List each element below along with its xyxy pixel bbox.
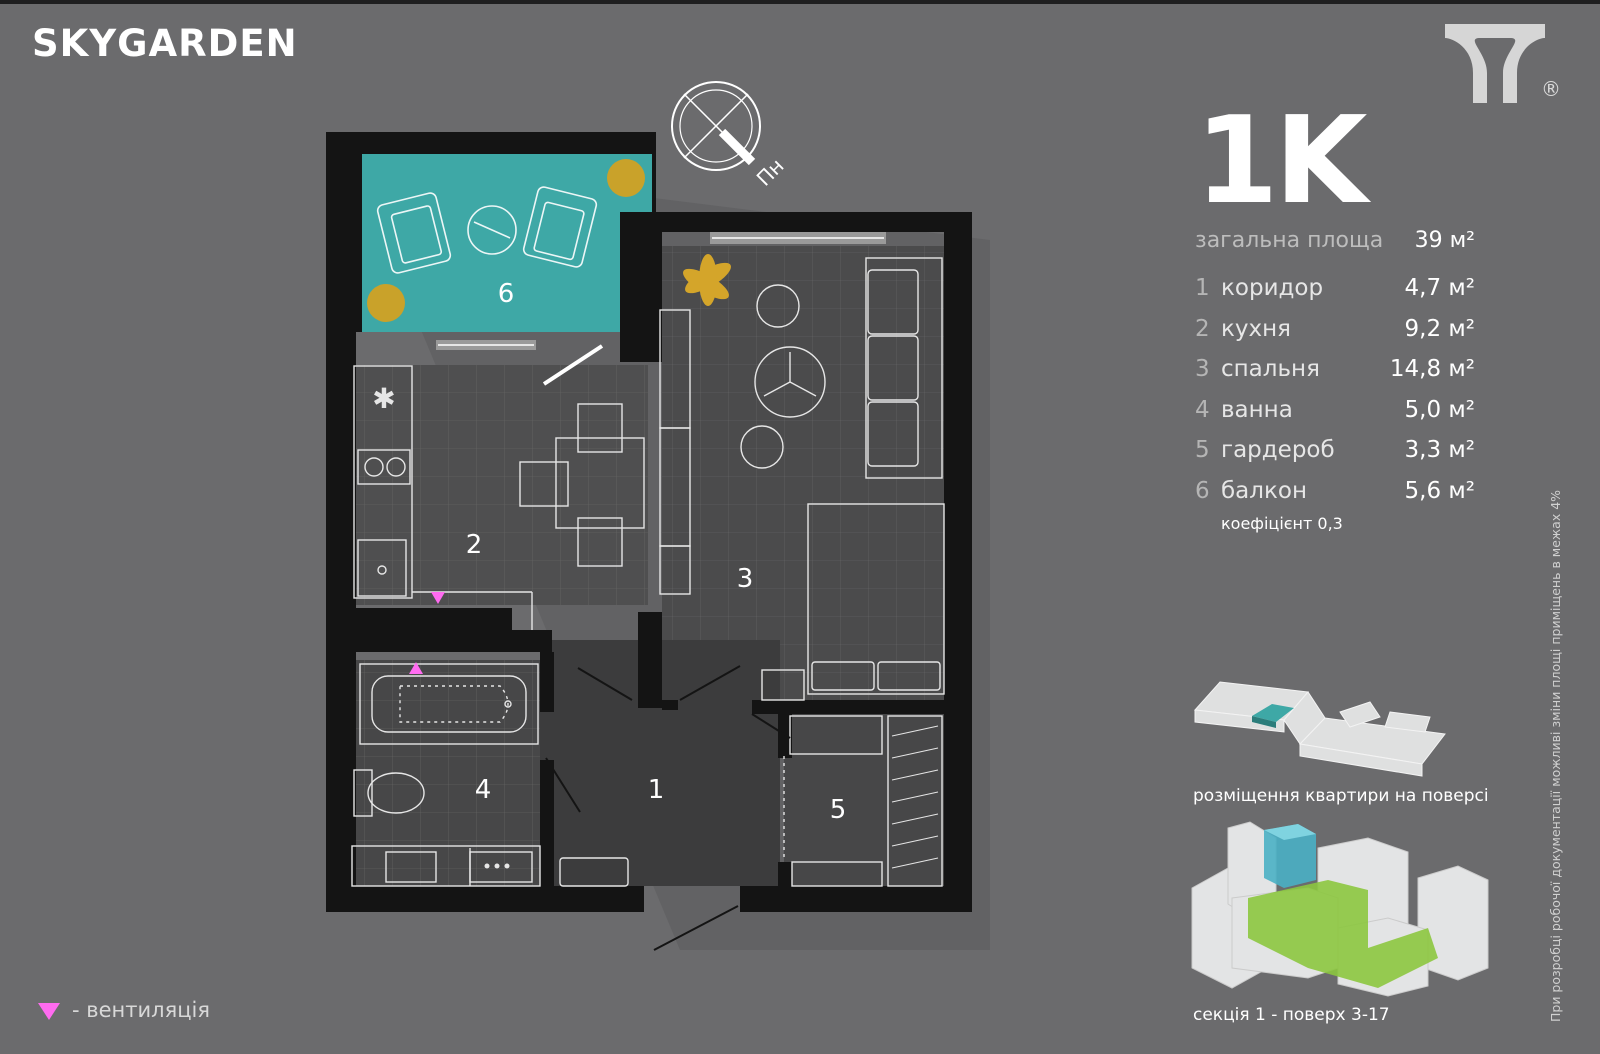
plant-icon <box>683 254 731 306</box>
room-area: 9,2 м² <box>1404 315 1475 342</box>
room-name: коридор <box>1221 275 1324 301</box>
room-number-5: 5 <box>830 795 847 825</box>
floor-placement-map <box>1193 681 1446 777</box>
room-number-1: 1 <box>648 775 665 805</box>
room-num: 6 <box>1195 477 1210 504</box>
room-number-2: 2 <box>466 530 483 560</box>
section-highlight <box>1264 824 1316 888</box>
registered-mark: ® <box>1541 77 1561 101</box>
room-list: 1 коридор 4,7 м² 2 кухня 9,2 м² 3 спальн… <box>1195 275 1475 518</box>
room-area: 3,3 м² <box>1404 437 1475 463</box>
ventilation-triangle-icon <box>38 1002 60 1020</box>
total-area: загальна площа 39 м² <box>1195 228 1475 258</box>
ventilation-legend: - вентиляція <box>38 998 210 1022</box>
room-row: 5 гардероб 3,3 м² <box>1195 437 1475 478</box>
compass-icon <box>671 81 761 171</box>
room-row: 6 балкон 5,6 м² <box>1195 478 1475 519</box>
room-num: 1 <box>1195 275 1210 301</box>
room-name: ванна <box>1221 396 1293 423</box>
brand-title: SKYGARDEN <box>32 22 298 65</box>
ventilation-marker-icon <box>431 592 445 604</box>
developer-logo-icon <box>1445 24 1545 103</box>
section-caption: секція 1 - поверх 3-17 <box>1193 1005 1390 1025</box>
apartment-floor-plan: ✱ <box>326 81 972 951</box>
room-name: спальня <box>1221 356 1320 382</box>
compass-label: Пн <box>752 154 789 191</box>
room-num: 3 <box>1195 356 1210 382</box>
apartment-type: 1K <box>1195 92 1367 231</box>
room-number-3: 3 <box>737 564 754 594</box>
room-row: 3 спальня 14,8 м² <box>1195 356 1475 397</box>
room-area: 4,7 м² <box>1404 275 1475 301</box>
area-change-note: При розробці робочої документації можлив… <box>1548 489 1563 1022</box>
room-num: 5 <box>1195 437 1210 463</box>
room-num: 4 <box>1195 396 1210 423</box>
balcony-coefficient: коефіцієнт 0,3 <box>1221 514 1343 533</box>
room-row: 4 ванна 5,0 м² <box>1195 397 1475 438</box>
room-area: 5,0 м² <box>1404 396 1475 423</box>
section-3d-map <box>1191 821 1489 997</box>
svg-text:✱: ✱ <box>372 382 395 415</box>
room-number-6: 6 <box>498 279 515 309</box>
room-num: 2 <box>1195 315 1210 342</box>
ventilation-marker-icon <box>409 662 423 674</box>
apartment-highlight <box>1252 704 1294 722</box>
total-area-label: загальна площа <box>1195 228 1384 253</box>
room-row: 1 коридор 4,7 м² <box>1195 275 1475 316</box>
room-area: 14,8 м² <box>1389 356 1475 382</box>
room-name: кухня <box>1221 315 1291 342</box>
ventilation-legend-label: - вентиляція <box>72 998 210 1022</box>
room-name: гардероб <box>1221 437 1335 463</box>
room-name: балкон <box>1221 477 1307 504</box>
total-area-value: 39 м² <box>1414 228 1475 253</box>
placement-caption: розміщення квартири на поверсі <box>1193 786 1489 806</box>
room-area: 5,6 м² <box>1404 477 1475 504</box>
room-row: 2 кухня 9,2 м² <box>1195 316 1475 357</box>
balcony-floor <box>362 154 652 332</box>
top-border <box>0 0 1600 4</box>
room-number-4: 4 <box>475 775 492 805</box>
